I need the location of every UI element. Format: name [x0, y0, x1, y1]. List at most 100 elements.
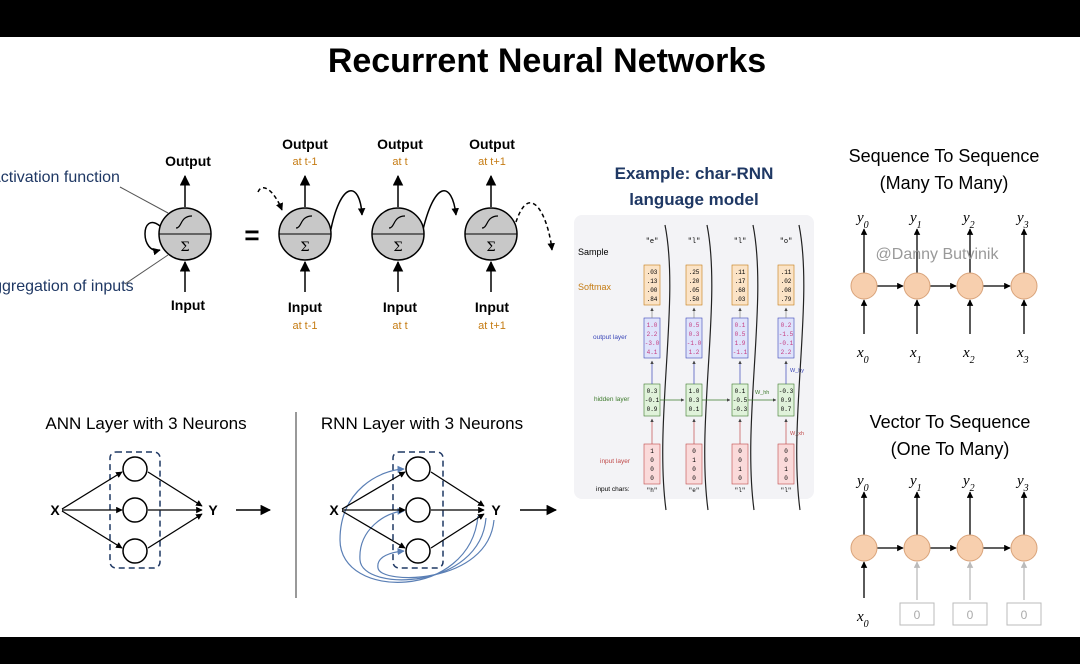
hidden-layer-label: hidden layer [594, 396, 630, 403]
aggregation-pointer [124, 254, 169, 285]
ann-edge-x-3 [61, 510, 123, 549]
seq-node-4 [1010, 272, 1038, 300]
ann-neuron-2 [122, 497, 148, 523]
seq2seq-title-line1: Sequence To Sequence [849, 146, 1040, 166]
seq-output-label-4: y3 [1015, 210, 1029, 231]
input-value-2-3: 0 [692, 466, 696, 473]
seq-input-label-sub-2: 1 [917, 355, 922, 366]
activation-label: Activation function [0, 169, 120, 186]
vec-output-label-sub-4: 3 [1023, 483, 1029, 494]
vec-output-label-4: y3 [1015, 473, 1029, 494]
hidden-value-3-2: -0.5 [733, 397, 748, 404]
vec-output-label-3: y2 [961, 473, 975, 494]
vec-output-label-sub-2: 1 [917, 483, 922, 494]
input-value-2-4: 0 [692, 475, 696, 482]
seq-output-label-sub-4: 3 [1023, 220, 1029, 231]
rnn-recurrent-loop-1 [339, 465, 479, 583]
input-value-4-3: 1 [784, 466, 788, 473]
input-time-t: at t [392, 320, 407, 332]
softmax-value-3-4: .03 [735, 296, 746, 303]
input-value-3-4: 0 [738, 475, 742, 482]
softmax-value-1-3: .00 [647, 287, 658, 294]
feedback-curve-4 [796, 224, 805, 511]
vec-output-label-1: y0 [855, 473, 869, 494]
output-time-t-plus-1: at t+1 [478, 156, 506, 168]
activation-label-text: Activation function [0, 169, 120, 186]
seq-output-label-1: y0 [855, 210, 869, 231]
softmax-value-4-4: .79 [781, 296, 792, 303]
input-label-t-minus-1: Input [288, 299, 323, 315]
output-value-2-2: 0.3 [689, 331, 700, 338]
sample-row-label: Sample [578, 247, 609, 257]
input-label-t-plus-1: Input [475, 299, 510, 315]
hidden-value-2-2: 0.3 [689, 397, 700, 404]
unrolled-cell-t: Output at t Σ Input at t [371, 136, 425, 332]
sample-char-1: "e" [646, 238, 659, 246]
aggregation-label: Aggregation of inputs [0, 278, 134, 295]
vec-input-label: x0 [856, 609, 869, 630]
ann-layer-title: ANN Layer with 3 Neurons [45, 414, 246, 433]
softmax-value-3-1: .11 [735, 269, 746, 276]
char-rnn-title-line2: language model [629, 190, 758, 209]
w-hy-label: W_hy [790, 368, 804, 374]
softmax-value-1-2: .13 [647, 278, 658, 285]
vec-input-label-sub: 0 [864, 619, 869, 630]
input-value-1-4: 0 [650, 475, 654, 482]
input-value-4-4: 0 [784, 475, 788, 482]
output-value-1-2: 2.2 [647, 331, 658, 338]
rnn-layer-diagram: RNN Layer with 3 Neurons X Y [321, 414, 558, 583]
seq-output-label-sub-2: 1 [917, 220, 922, 231]
sigmoid-icon-t-plus-1 [481, 215, 499, 229]
hidden-value-1-2: -0.1 [645, 397, 660, 404]
sample-char-4: "o" [780, 238, 793, 246]
seq-input-label-4: x3 [1016, 345, 1029, 366]
vec-node-2 [903, 534, 931, 562]
vec-zero-label-3: 0 [1021, 608, 1028, 622]
hidden-value-4-3: 0.7 [781, 406, 792, 413]
softmax-value-2-2: .20 [689, 278, 700, 285]
rnn-neuron-1 [405, 456, 431, 482]
softmax-value-3-2: .17 [735, 278, 746, 285]
seq-output-label-2: y1 [908, 210, 922, 231]
rnn-x-label: X [329, 502, 339, 518]
output-value-4-1: 0.2 [781, 322, 792, 329]
rnn-edge-1-y [430, 471, 485, 507]
sigmoid-icon-t [388, 215, 406, 229]
input-value-4-2: 0 [784, 457, 788, 464]
seq-input-label-2: x1 [909, 345, 922, 366]
input-chars-label: input chars: [596, 486, 630, 493]
output-value-2-3: -1.0 [687, 340, 702, 347]
activation-pointer [119, 186, 169, 214]
softmax-box-1 [643, 264, 661, 306]
output-value-4-3: -0.1 [779, 340, 794, 347]
unrolled-rnn: Output at t-1 Σ Input at t-1 Output at t [257, 136, 555, 332]
seq-output-label-sub-3: 2 [970, 220, 975, 231]
softmax-row-label: Softmax [578, 282, 612, 292]
bottom-black-bar [0, 637, 1080, 664]
input-char-1: "h" [647, 487, 658, 494]
softmax-box-2 [685, 264, 703, 306]
hidden-value-2-1: 1.0 [689, 388, 700, 395]
output-label-t-plus-1: Output [469, 136, 515, 152]
rnn-layer-title: RNN Layer with 3 Neurons [321, 414, 523, 433]
ann-edge-x-1 [61, 471, 123, 510]
ann-neuron-1 [122, 456, 148, 482]
hidden-value-1-1: 0.3 [647, 388, 658, 395]
vec-zero-label-2: 0 [967, 608, 974, 622]
rnn-edge-x-3 [341, 510, 406, 549]
vec-zero-box-2 [952, 602, 988, 626]
state-arrow-1 [329, 190, 366, 235]
feedback-curve-2 [704, 224, 713, 511]
output-value-2-1: 0.5 [689, 322, 700, 329]
input-value-1-2: 0 [650, 457, 654, 464]
sigmoid-icon [175, 215, 193, 229]
seq2seq-title-line2: (Many To Many) [880, 173, 1009, 193]
seq-input-label-sub-1: 0 [864, 355, 869, 366]
input-char-2: "e" [689, 487, 700, 494]
input-value-2-1: 0 [692, 448, 696, 455]
vec2seq-title-line1: Vector To Sequence [870, 412, 1031, 432]
